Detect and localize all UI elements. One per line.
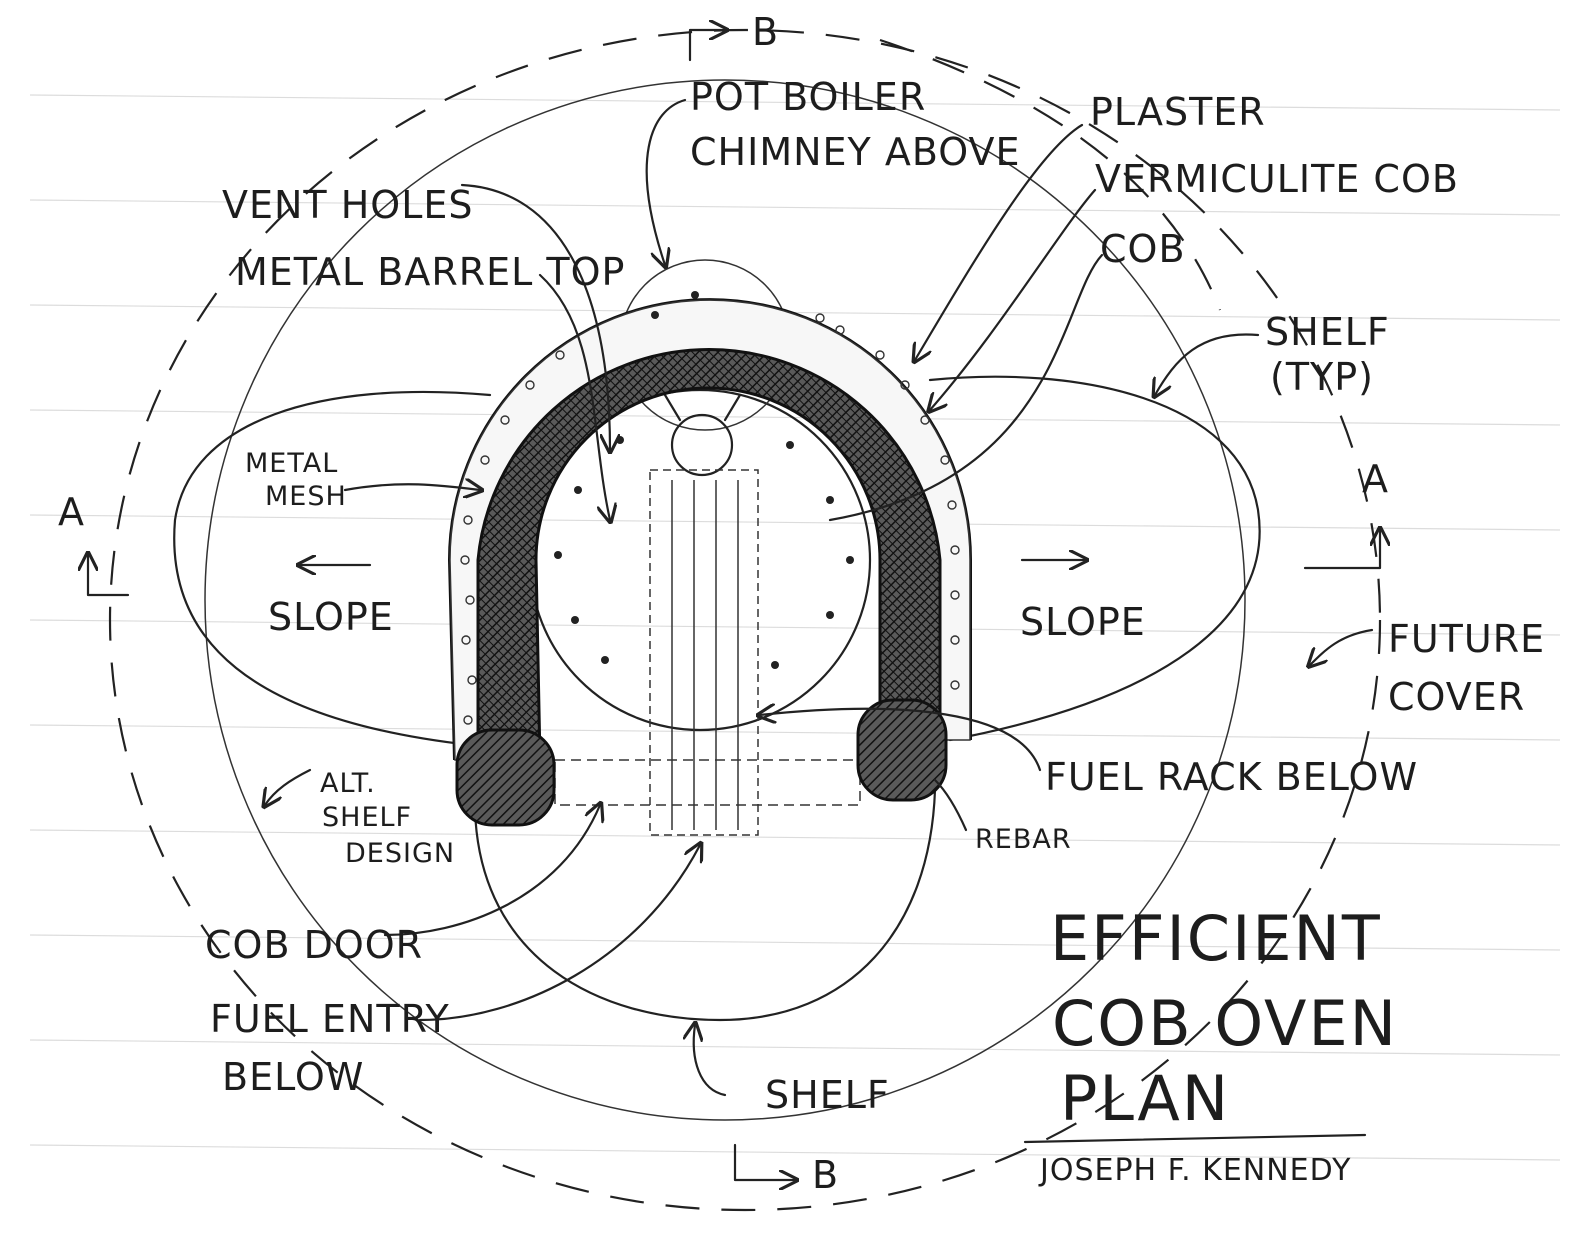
label-slope-right: SLOPE: [1020, 600, 1146, 644]
chimney-ties: [663, 393, 742, 422]
label-alt-design: DESIGN: [345, 838, 455, 869]
vermiculite-dots: [460, 313, 960, 725]
cover-arc-dashed: [879, 38, 1222, 311]
label-shelf-typ-paren: (TYP): [1270, 355, 1374, 399]
title-line-2: COB OVEN: [1052, 987, 1398, 1060]
label-section-a-right: A: [1362, 457, 1389, 501]
label-alt-shelf: SHELF: [322, 802, 412, 833]
rebar-end-right: [856, 698, 948, 802]
signature: JOSEPH F. KENNEDY: [1038, 1153, 1351, 1188]
title-line-3: PLAN: [1060, 1062, 1230, 1135]
label-section-a-left: A: [58, 490, 85, 534]
label-vent-holes: VENT HOLES: [222, 183, 474, 227]
shelf-bottom: [473, 788, 937, 1022]
leader-lines: [265, 98, 1374, 1097]
label-plaster: PLASTER: [1090, 90, 1266, 134]
label-future: FUTURE: [1388, 617, 1545, 661]
section-marker-a-right: [1303, 530, 1380, 570]
label-vermiculite-cob: VERMICULITE COB: [1095, 157, 1459, 201]
chimney-inner: [670, 413, 734, 477]
label-pot-boiler: POT BOILER: [690, 75, 926, 119]
label-fuel-rack-below: FUEL RACK BELOW: [1045, 755, 1418, 799]
label-fuel-entry-below: BELOW: [222, 1055, 364, 1099]
section-marker-b-bottom: [733, 1143, 795, 1180]
fuel-rack: [649, 469, 759, 836]
label-shelf-typ: SHELF: [1265, 310, 1390, 354]
label-chimney-above: CHIMNEY ABOVE: [690, 130, 1020, 174]
future-cover-outline: [108, 28, 1382, 1212]
label-slope-left: SLOPE: [268, 595, 394, 639]
title-line-1: EFFICIENT: [1050, 902, 1382, 975]
label-mesh: MESH: [265, 481, 347, 512]
section-marker-a-left: [88, 555, 130, 597]
label-section-b-top: B: [752, 10, 779, 54]
label-metal: METAL: [245, 448, 338, 479]
section-marker-b-top: [688, 30, 725, 62]
label-alt: ALT.: [320, 768, 376, 799]
label-section-b-bottom: B: [812, 1153, 839, 1197]
label-cob-door: COB DOOR: [205, 923, 423, 967]
label-rebar: REBAR: [975, 824, 1072, 855]
shelf-left: [173, 390, 492, 747]
vent-holes: [554, 291, 854, 669]
label-fuel-entry: FUEL ENTRY: [210, 997, 450, 1041]
shelf-right: [928, 375, 1261, 742]
fuel-rack-bars: [671, 480, 739, 830]
title-underline: [1023, 1133, 1367, 1144]
label-shelf-bottom: SHELF: [765, 1073, 890, 1117]
label-cover: COVER: [1388, 675, 1525, 719]
alt-shelf-circle: [204, 79, 1246, 1121]
rebar-end-left: [455, 728, 556, 827]
label-metal-barrel-top: METAL BARREL TOP: [235, 250, 625, 294]
label-cob: COB: [1100, 227, 1186, 271]
